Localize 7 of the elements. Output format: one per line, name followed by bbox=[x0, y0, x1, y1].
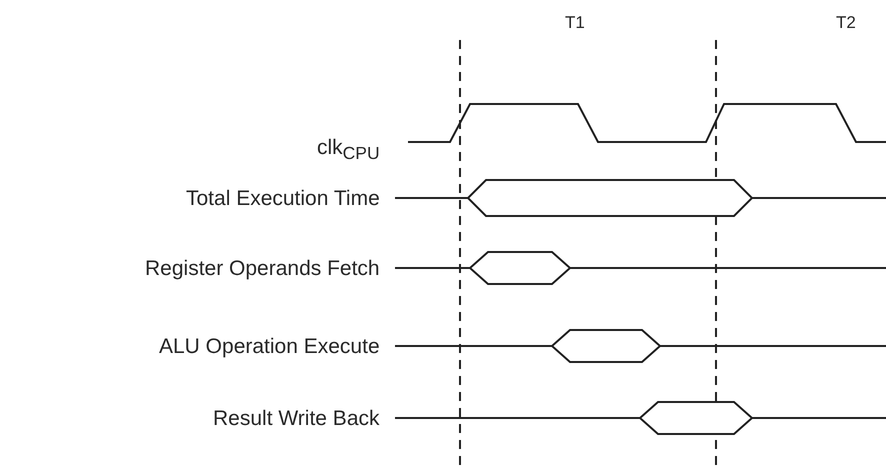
time-period-label: T1 bbox=[565, 14, 585, 30]
signal-label: clk$_{CPU}$ bbox=[317, 137, 380, 163]
signal-label: Total Execution Time bbox=[186, 188, 380, 208]
signal-label: Result Write Back bbox=[213, 408, 380, 428]
signal-label: ALU Operation Execute bbox=[159, 336, 380, 356]
time-period-label: T2 bbox=[836, 14, 856, 30]
signal-label: Register Operands Fetch bbox=[145, 258, 380, 278]
